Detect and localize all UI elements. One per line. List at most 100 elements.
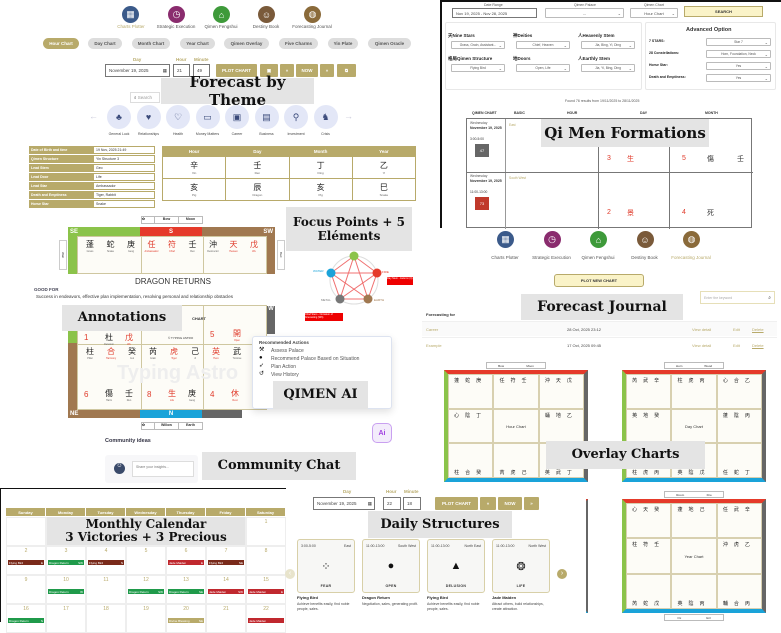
grid-icon[interactable]: ▦ bbox=[497, 231, 514, 248]
plot-chart-button[interactable]: PLOT CHART bbox=[216, 64, 257, 77]
tab-five-charms[interactable]: Five Charms bbox=[279, 38, 318, 49]
tab-qimen-oracle[interactable]: Qimen Oracle bbox=[368, 38, 411, 49]
daily-hour-select[interactable]: 22 bbox=[383, 497, 401, 510]
advanced-select[interactable]: Yes bbox=[706, 62, 771, 70]
now-button[interactable]: NOW bbox=[296, 64, 318, 77]
nav-item[interactable]: Charts Plotter bbox=[491, 255, 519, 260]
theme-health-icon[interactable]: ♡ bbox=[166, 105, 190, 129]
clock-icon[interactable]: ◷ bbox=[543, 231, 561, 248]
tab-month-chart[interactable]: Month Chart bbox=[132, 38, 170, 49]
theme-business-icon[interactable]: ▤ bbox=[254, 105, 279, 129]
tab-day-chart[interactable]: Day Chart bbox=[88, 38, 122, 49]
hour-select[interactable]: 21 bbox=[173, 64, 190, 77]
view-detail-link[interactable]: View detail bbox=[692, 343, 712, 348]
next-button[interactable]: » bbox=[320, 64, 334, 77]
calendar-icon[interactable]: ▦ bbox=[162, 67, 167, 73]
edit-link[interactable]: Edit bbox=[733, 327, 740, 332]
calendar-cell[interactable]: 17 bbox=[46, 604, 86, 633]
plot-new-chart-button[interactable]: PLOT NEW CHART bbox=[554, 274, 644, 287]
journal-search-input[interactable]: Enter the keyword⌕ bbox=[700, 291, 775, 304]
date-input[interactable]: November 19, 2025▦ bbox=[105, 64, 170, 77]
prev-button[interactable]: « bbox=[280, 64, 294, 77]
tab-year-chart[interactable]: Year Chart bbox=[180, 38, 215, 49]
calendar-cell[interactable]: 18 bbox=[86, 604, 126, 633]
filter-select[interactable]: Chief, Heaven bbox=[516, 41, 570, 49]
action-item[interactable]: Assess Palace bbox=[271, 348, 304, 354]
calendar-cell[interactable]: 11 bbox=[86, 575, 126, 604]
person-icon[interactable]: ☺ bbox=[258, 6, 275, 23]
crystal-ball-icon[interactable]: ◍ bbox=[683, 231, 700, 248]
daily-date-input[interactable]: November 19, 2025▦ bbox=[313, 497, 375, 510]
daily-next-button[interactable]: » bbox=[524, 497, 539, 510]
view-detail-link[interactable]: View detail bbox=[692, 327, 712, 332]
theme-money-matters-icon[interactable]: ▭ bbox=[195, 105, 220, 129]
qimen-palace-select[interactable]: -- bbox=[545, 8, 624, 18]
delete-link[interactable]: Delete bbox=[752, 327, 764, 332]
journal-name[interactable]: Example bbox=[426, 343, 442, 348]
carousel-next-icon[interactable]: › bbox=[557, 569, 567, 579]
tab-yin-plate[interactable]: Yin Plate bbox=[328, 38, 358, 49]
daily-plot-chart-button[interactable]: PLOT CHART bbox=[435, 497, 478, 510]
theme-investment-icon[interactable]: ⚲ bbox=[284, 105, 308, 129]
daily-now-button[interactable]: NOW bbox=[498, 497, 522, 510]
date-range-input[interactable]: Nov 19, 2025 - Nov 28, 2025 bbox=[452, 8, 537, 18]
theme-search-input[interactable]: ⌕ Search bbox=[130, 92, 160, 103]
arrow-left-icon[interactable]: ← bbox=[89, 111, 98, 121]
calendar-cell[interactable] bbox=[6, 517, 46, 546]
person-icon[interactable]: ☺ bbox=[636, 231, 654, 248]
tab-hour-chart[interactable]: Hour Chart bbox=[43, 38, 79, 49]
search-button[interactable]: SEARCH bbox=[684, 6, 763, 17]
delete-link[interactable]: Delete bbox=[752, 343, 764, 348]
ai-button[interactable]: Ai bbox=[372, 423, 392, 443]
action-item[interactable]: Plan Action bbox=[271, 364, 297, 370]
calendar-cell[interactable]: 1 bbox=[246, 517, 286, 546]
daily-prev-button[interactable]: « bbox=[480, 497, 496, 510]
nav-item[interactable]: Forecasting Journal bbox=[671, 255, 711, 260]
arrow-right-icon[interactable]: → bbox=[344, 111, 353, 121]
side-tab[interactable]: Wall bbox=[59, 240, 67, 270]
calendar-cell[interactable]: 21 bbox=[206, 604, 246, 633]
advanced-select[interactable]: Star 7 bbox=[706, 38, 771, 46]
calendar-cell[interactable]: 8 bbox=[246, 546, 286, 575]
nav-item[interactable]: Destiny Book bbox=[631, 255, 658, 260]
action-item[interactable]: Recommend Palace Based on Situation bbox=[271, 356, 360, 362]
nav-destiny-book[interactable]: Destiny Book bbox=[252, 24, 280, 29]
side-tab[interactable]: Bed bbox=[277, 240, 285, 270]
filter-select[interactable]: Jia, Bing, Yi, Ding bbox=[581, 41, 635, 49]
calendar-cell[interactable]: 5 bbox=[126, 546, 166, 575]
nav-charts-plotter[interactable]: Charts Plotter bbox=[117, 24, 145, 29]
theme-crisis-icon[interactable]: ♞ bbox=[313, 105, 338, 129]
export-icon[interactable]: ⧉ bbox=[337, 64, 356, 77]
tab-qimen-overlay[interactable]: Qimen Overlay bbox=[224, 38, 269, 49]
edit-link[interactable]: Edit bbox=[733, 343, 740, 348]
save-icon[interactable]: ▣ bbox=[260, 64, 278, 77]
advanced-select[interactable]: Horn, Foundation, Neck bbox=[706, 50, 771, 58]
crystal-ball-icon[interactable]: ◍ bbox=[304, 6, 321, 23]
filter-select[interactable]: Grass, Grain, Assistant... bbox=[451, 41, 505, 49]
filter-select[interactable]: Jia, Yi, Bing, Ding bbox=[581, 64, 635, 72]
filter-select[interactable]: Open, Life bbox=[516, 64, 570, 72]
